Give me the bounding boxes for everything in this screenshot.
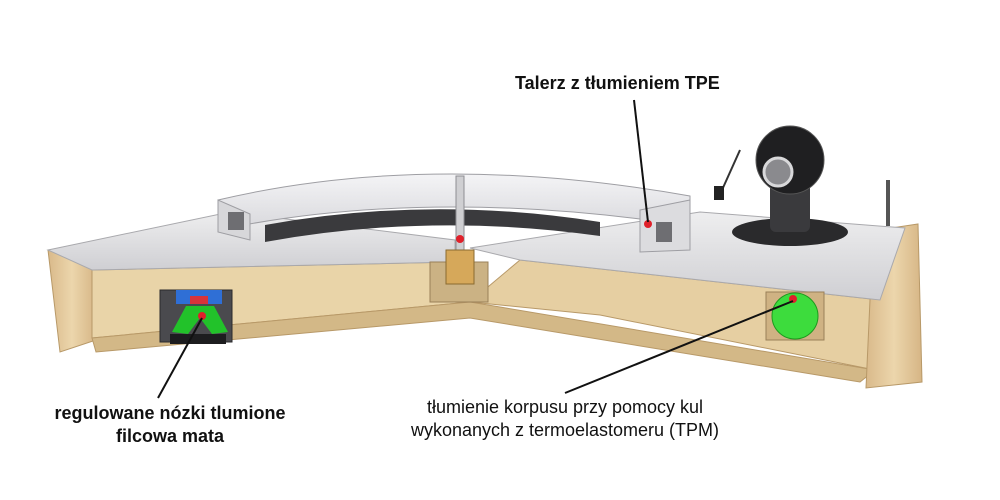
foot-green-damper: [172, 306, 228, 334]
spindle: [455, 175, 465, 257]
tonearm-counterweight: [755, 125, 825, 195]
tpe-insert-left: [228, 212, 244, 230]
platter: [217, 173, 691, 285]
feet-callout-line2: filcowa mata: [115, 425, 225, 446]
platter-callout: Talerz z tłumieniem TPE: [515, 72, 720, 95]
balls-callout: tłumienie korpusu przy pomocy kul wykona…: [375, 396, 755, 441]
tonearm: [714, 125, 890, 246]
anti-skate-wire: [721, 149, 741, 191]
balls-callout-line1: tłumienie korpusu przy pomocy kul: [426, 397, 704, 417]
foot-base: [170, 334, 226, 344]
tonearm-counterweight-inner: [762, 156, 794, 188]
anti-skate-weight: [714, 186, 724, 200]
foot-marker: [198, 312, 206, 320]
platter-marker: [644, 220, 652, 228]
spindle-bearing: [445, 249, 475, 285]
tpe-insert-right: [656, 222, 672, 242]
feet-callout-line1: regulowane nózki tlumione: [54, 403, 286, 423]
adjustable-foot: [159, 289, 233, 344]
tpe-damping-ring: [265, 209, 600, 242]
spindle-marker: [456, 235, 464, 243]
leader-balls: [564, 300, 794, 394]
balls-callout-line2: wykonanych z termoelastomeru (TPM): [410, 419, 720, 440]
platter-callout-text: Talerz z tłumieniem TPE: [515, 73, 720, 93]
leader-platter: [633, 99, 649, 223]
feet-callout: regulowane nózki tlumione filcowa mata: [20, 402, 320, 447]
foot-red-element: [190, 296, 208, 304]
leader-foot: [157, 317, 203, 399]
